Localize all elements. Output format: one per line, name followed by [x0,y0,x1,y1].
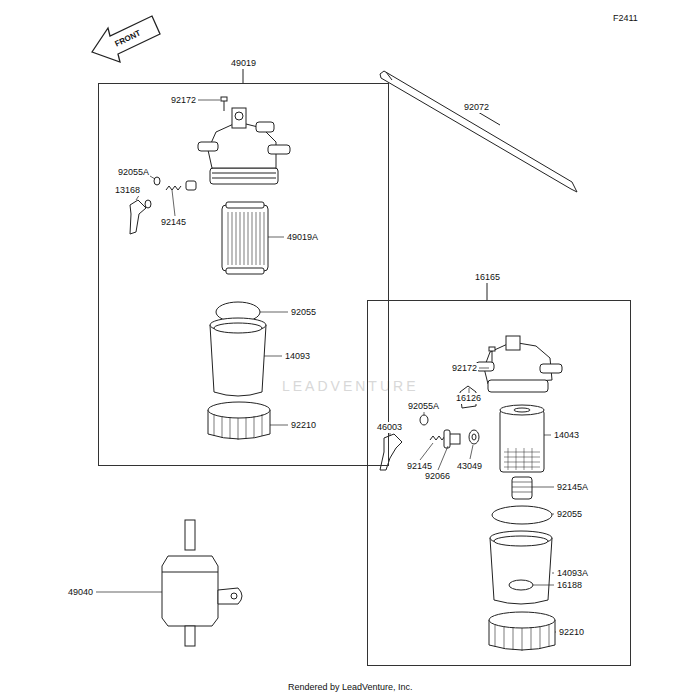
callout-number: 92055 [290,307,317,318]
callout-number: 92055 [556,509,583,520]
callout-number: 14093A [556,568,589,579]
watermark: LEADVENTURE [281,381,419,392]
group-box: 16165 [367,300,631,666]
callout-number: 92172 [170,95,197,106]
callout-number: 92055A [407,401,440,412]
callout-number: 92210 [558,627,585,638]
callout-number: 49040 [67,587,94,598]
callout-number: 14043 [553,430,580,441]
callout-number: 92172 [451,363,478,374]
credit-line: Rendered by LeadVenture, Inc. [287,682,414,693]
callout-number: 16126 [455,393,482,404]
callout-number: 16188 [556,580,583,591]
callout-number: 43049 [456,461,483,472]
group-callout-number: 49019 [230,58,257,69]
callout-number: 92145 [160,217,187,228]
callout-number: 46003 [376,422,403,433]
callout-number: 14093 [284,351,311,362]
callout-number: 92055A [117,167,150,178]
callout-number: 92072 [463,102,490,113]
group-callout-number: 16165 [474,272,501,283]
callout-number: 49019A [286,232,319,243]
callout-number: 92066 [424,471,451,482]
group-box: 49019 [98,83,389,466]
callout-number: 92145A [556,482,589,493]
figure-number: F2411 [612,13,639,24]
callout-number: 92210 [290,420,317,431]
callout-number: 13168 [114,185,141,196]
